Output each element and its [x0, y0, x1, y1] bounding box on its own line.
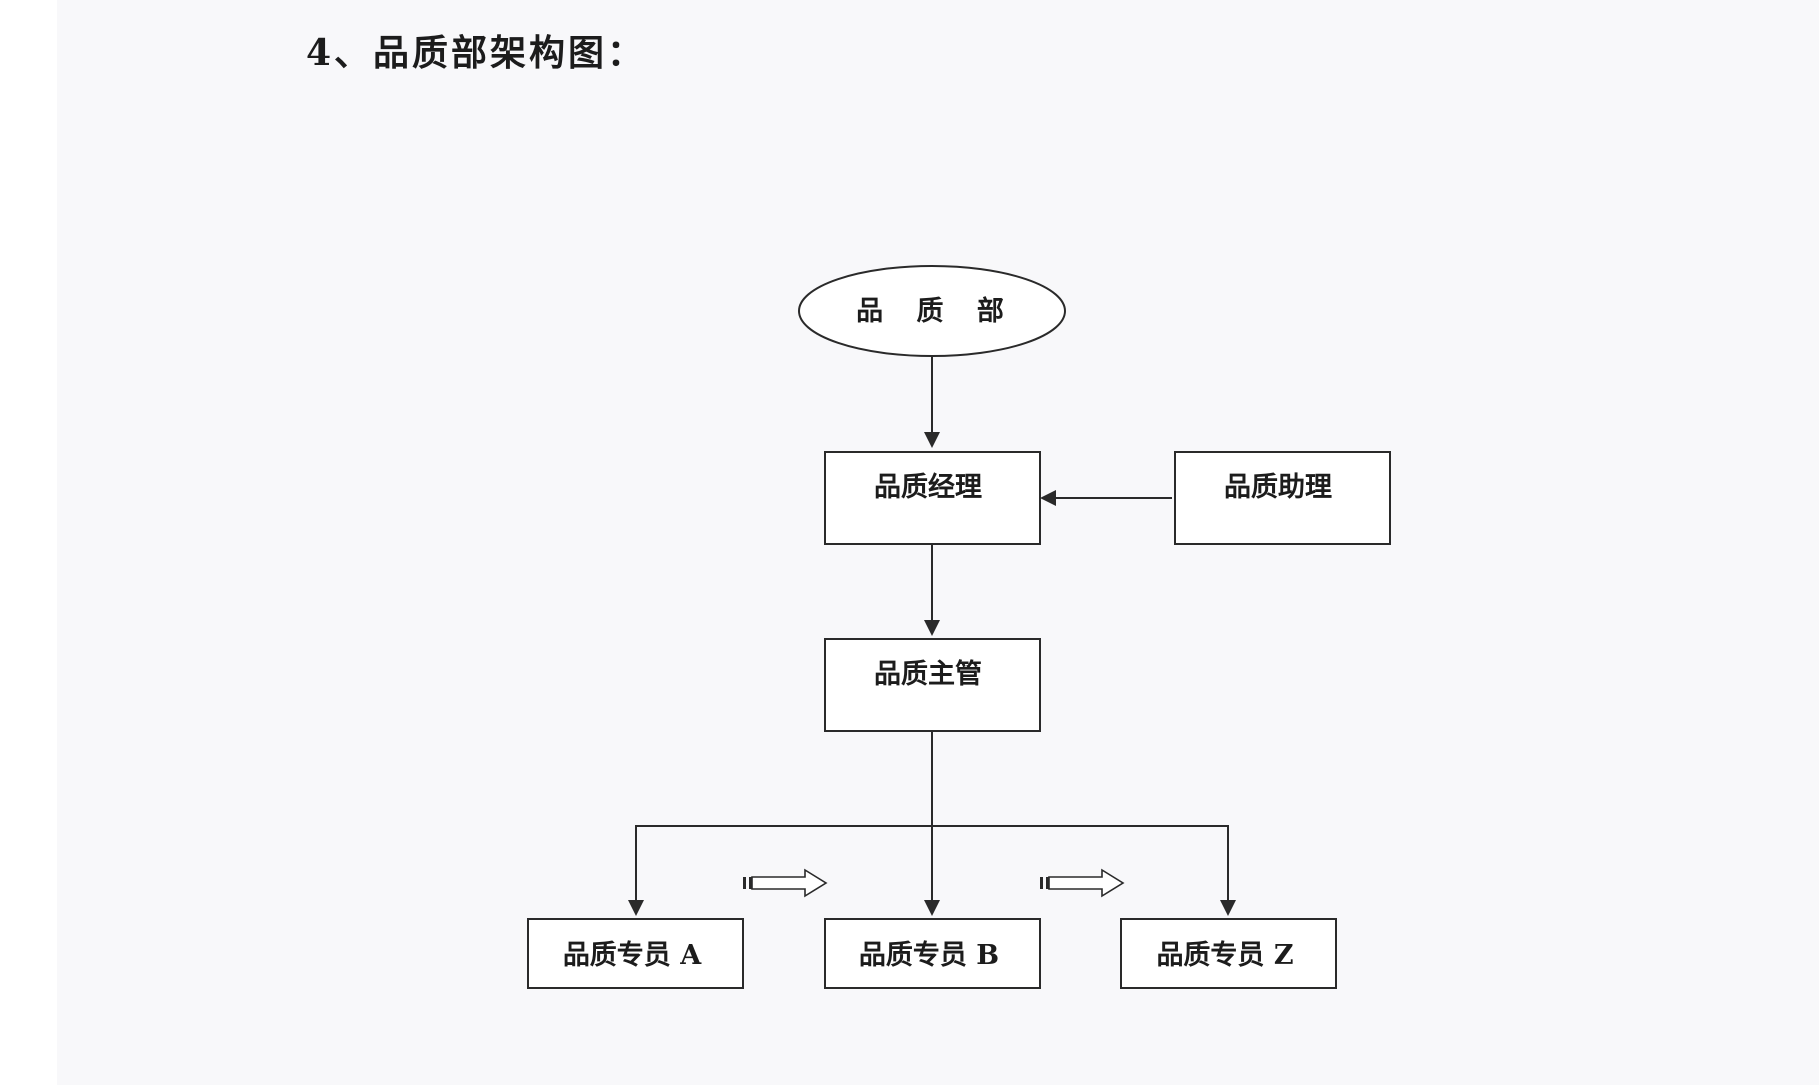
arrowhead-specialist-b [924, 900, 940, 916]
flow-arrow-tail-mark [1040, 877, 1043, 889]
node-manager-label: 品质经理 [874, 471, 982, 503]
hollow-arrow-icon [751, 868, 828, 898]
node-department-shape [798, 265, 1066, 357]
flow-arrow-tail-mark [743, 877, 746, 889]
arrowhead-manager-right [1040, 490, 1056, 506]
hollow-arrow-icon [1048, 868, 1125, 898]
flow-arrow-tail-mark [1046, 877, 1049, 889]
node-assistant: 品质助理 [1174, 451, 1391, 545]
node-manager: 品质经理 [824, 451, 1041, 545]
node-specialist-z-shape [1120, 918, 1337, 989]
arrowhead-specialist-a [628, 900, 644, 916]
node-specialist-b-label: 品质专员 B [859, 940, 999, 971]
connectors [628, 356, 1236, 916]
node-department: 品 质 部 [798, 265, 1066, 357]
node-supervisor-label: 品质主管 [874, 659, 982, 690]
connector-branch-bar [635, 825, 1229, 900]
flow-arrow-b-to-z [1040, 868, 1125, 898]
node-supervisor: 品质主管 [824, 638, 1041, 732]
node-specialist-b: 品质专员 B [824, 918, 1041, 989]
node-specialist-a-shape [527, 918, 744, 989]
arrowhead-supervisor-top [924, 620, 940, 636]
flow-arrow-tail-mark [749, 877, 752, 889]
node-manager-shape [824, 451, 1041, 545]
node-specialist-b-shape [824, 918, 1041, 989]
page-title: 4、品质部架构图： [306, 32, 647, 74]
node-specialist-z: 品质专员 Z [1120, 918, 1337, 989]
node-assistant-label: 品质助理 [1224, 472, 1332, 503]
node-specialist-a-label: 品质专员 A [563, 940, 702, 971]
node-department-label: 品 质 部 [856, 295, 1016, 327]
node-supervisor-shape [824, 638, 1041, 732]
arrowhead-manager-top [924, 432, 940, 448]
node-specialist-a: 品质专员 A [527, 918, 744, 989]
flow-arrow-a-to-b [743, 868, 828, 898]
node-assistant-shape [1174, 451, 1391, 545]
arrowhead-specialist-z [1220, 900, 1236, 916]
node-specialist-z-label: 品质专员 Z [1156, 940, 1293, 971]
